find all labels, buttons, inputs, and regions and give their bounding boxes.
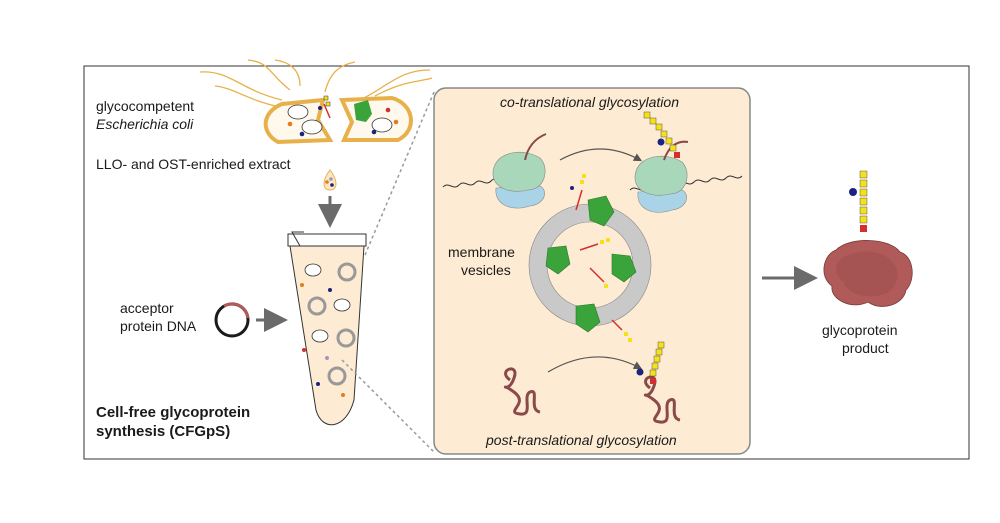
figure-title-line2: synthesis (CFGpS) [96, 423, 231, 440]
protein-dna-label: protein DNA [120, 318, 197, 334]
product-label-line2: product [842, 340, 889, 356]
protein-before [503, 367, 541, 416]
glycocompetent-label: glycocompetent [96, 98, 195, 114]
figure-frame [83, 65, 970, 460]
co-translational-title: co-translational glycosylation [500, 94, 679, 110]
arrow-post-translation [547, 356, 643, 373]
glycoprotein-product [823, 170, 913, 307]
plasmid-icon [214, 302, 250, 338]
extract-droplet [323, 169, 337, 191]
zoom-line-bottom [341, 359, 435, 453]
ribosome-after [629, 111, 743, 213]
product-label-line1: glycoprotein [822, 322, 898, 338]
arrow-co-translation [559, 148, 643, 162]
membrane-vesicles-label-line2: vesicles [461, 262, 511, 278]
membrane-vesicles-label-line1: membrane [448, 244, 515, 260]
post-translational-title: post-translational glycosylation [486, 432, 677, 448]
acceptor-label: acceptor [120, 300, 174, 316]
membrane-vesicle [528, 174, 652, 342]
protein-after [636, 341, 681, 424]
figure-title-line1: Cell-free glycoprotein [96, 404, 251, 421]
ribosome-before [442, 133, 547, 209]
ecoli-cell [263, 95, 413, 145]
reaction-tube [287, 231, 367, 426]
ecoli-label: Escherichia coli [96, 116, 194, 132]
extract-label: LLO- and OST-enriched extract [96, 156, 291, 172]
